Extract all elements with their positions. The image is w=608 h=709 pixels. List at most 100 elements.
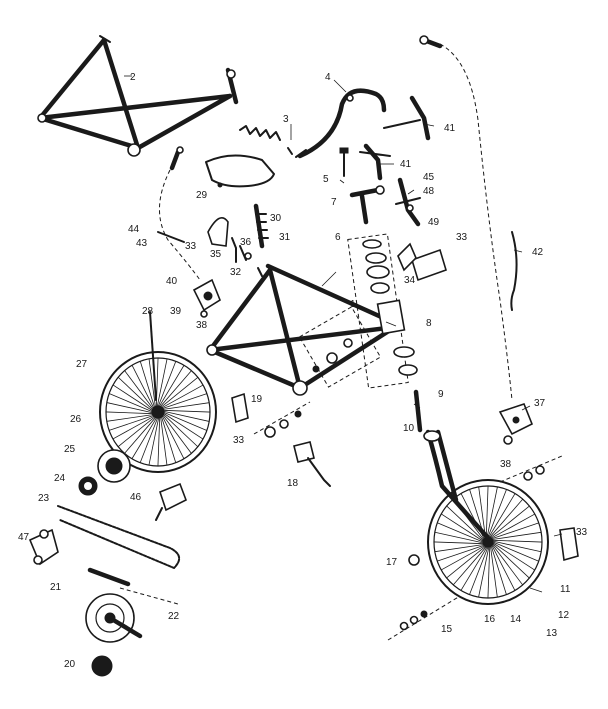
spoke [437, 522, 484, 543]
spoke [491, 545, 516, 591]
callout-45: 45 [423, 172, 435, 183]
spoke [490, 546, 498, 598]
spoke [492, 531, 542, 540]
callout-44: 44 [128, 224, 140, 235]
spoke [157, 416, 161, 467]
callout-10: 10 [403, 423, 415, 434]
callout-3: 3 [283, 114, 289, 125]
spoke [492, 544, 523, 586]
spoke [446, 546, 486, 579]
part-39-40-38 [192, 278, 221, 318]
spoke [486, 486, 498, 538]
spoke [160, 415, 177, 463]
callout-22: 22 [168, 611, 180, 622]
callout-40: 40 [166, 276, 178, 287]
callout-6: 6 [335, 232, 341, 243]
spoke [131, 416, 158, 459]
callout-17: 17 [386, 557, 398, 568]
spoke [162, 412, 204, 440]
spoke [117, 376, 154, 411]
callout-33d: 33 [576, 527, 588, 538]
spoke [124, 370, 154, 410]
spoke [469, 546, 489, 595]
callout-5: 5 [323, 174, 329, 185]
callout-27: 27 [76, 359, 88, 370]
part-15-axle-kit [387, 455, 563, 641]
spoke [452, 546, 487, 586]
part-5-bolt [339, 147, 349, 177]
callout-12: 12 [558, 610, 570, 621]
part-4-handlebar [295, 88, 387, 159]
spoke [492, 539, 543, 543]
crankset [85, 567, 179, 677]
spoke [434, 531, 484, 544]
spoke [487, 489, 507, 538]
callout-42: 42 [532, 247, 544, 258]
spoke [105, 411, 154, 415]
spoke [492, 540, 542, 553]
callout-25: 25 [64, 444, 76, 455]
spoke [162, 414, 192, 454]
rear-wheel [99, 311, 217, 473]
part-17-nut [408, 554, 420, 566]
part-24-cog [78, 476, 98, 496]
spoke [148, 416, 160, 466]
callout-31: 31 [279, 232, 291, 243]
seat-hardware [207, 203, 269, 277]
spoke [485, 485, 489, 538]
spoke [162, 402, 210, 410]
callout-18: 18 [287, 478, 299, 489]
spoke [460, 493, 485, 539]
spoke [124, 416, 157, 454]
spoke [469, 489, 486, 539]
spoke [488, 493, 516, 538]
spoke [487, 546, 491, 599]
callout-26: 26 [70, 414, 82, 425]
callout-11: 11 [560, 584, 571, 595]
front-wheel-spokes [433, 485, 543, 599]
callout-14: 14 [510, 614, 522, 625]
spoke [460, 546, 488, 591]
callout-41b: 41 [400, 159, 412, 170]
spoke [106, 414, 154, 422]
callout-13: 13 [546, 628, 558, 639]
callout-36: 36 [240, 237, 252, 248]
spoke [160, 377, 199, 408]
callout-32: 32 [230, 267, 242, 278]
callout-19: 19 [251, 394, 263, 405]
part-23-chain [57, 505, 181, 569]
callout-48: 48 [423, 186, 435, 197]
part-37-38-caliper [498, 403, 534, 445]
spoke [441, 513, 484, 542]
spoke [158, 365, 185, 408]
callout-47: 47 [18, 532, 30, 543]
spoke [453, 498, 484, 540]
callout-41a: 41 [444, 123, 456, 134]
callout-1: 1 [350, 299, 356, 310]
callout-34: 34 [404, 275, 416, 286]
callout-33a: 33 [185, 241, 197, 252]
callout-30: 30 [270, 213, 282, 224]
callout-38a: 38 [196, 320, 208, 331]
callout-39: 39 [170, 306, 182, 317]
part-33-rear-reflector [231, 392, 249, 424]
part-41-brake-levers [359, 95, 431, 181]
spoke [478, 546, 490, 598]
callout-46: 46 [130, 492, 142, 503]
spoke [478, 486, 486, 538]
part-43-44-cable [157, 146, 201, 281]
frame-hardware [298, 306, 382, 388]
spoke [157, 361, 177, 408]
callout-49: 49 [428, 217, 440, 228]
part-33-34-right [397, 242, 447, 282]
callout-9: 9 [438, 389, 444, 400]
callout-2: 2 [130, 72, 136, 83]
spoke [161, 415, 185, 459]
spoke [162, 410, 210, 422]
part-47-derailleur [28, 528, 59, 566]
callout-35: 35 [210, 249, 222, 260]
front-fork [413, 389, 491, 541]
spoke [139, 361, 156, 409]
spoke [162, 409, 211, 413]
